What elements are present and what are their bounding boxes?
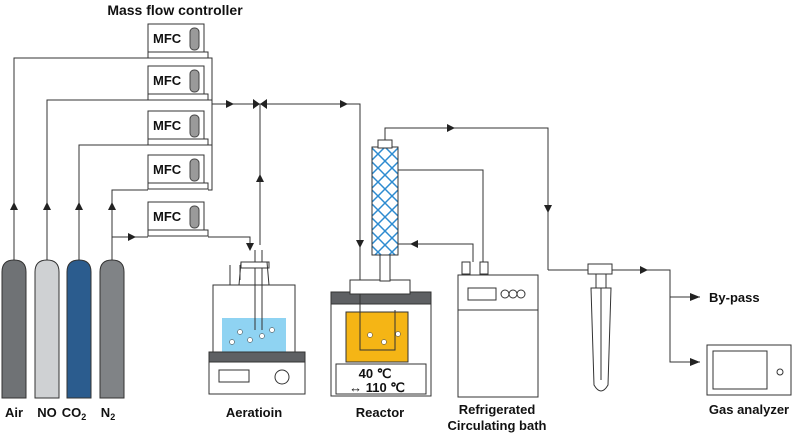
cylinder-co2 [66, 259, 92, 399]
cylinder-n2 [99, 259, 125, 399]
mfc-label: MFC [153, 31, 182, 46]
mfc-label: MFC [153, 73, 182, 88]
cylinder-no [34, 259, 60, 399]
cylinder-label-n2: N2 [101, 405, 115, 422]
reactor-temp-min: 40 ℃ [359, 366, 392, 381]
condenser [371, 124, 552, 282]
mfc-label: MFC [153, 209, 182, 224]
mfc-unit-1: MFC [147, 23, 209, 59]
mfc-unit-4: MFC [147, 154, 209, 190]
reactor-setup: 40 ℃ ↔ 110 ℃ [330, 250, 432, 397]
reactor-temp-max: ↔ 110 ℃ [349, 380, 405, 395]
aeration-label: Aeratioin [226, 405, 282, 420]
mfc-unit-5: MFC [147, 201, 209, 237]
gas-analyzer [706, 344, 792, 396]
mfc-unit-3: MFC [147, 110, 209, 146]
cylinder-air [1, 259, 27, 399]
bypass-label: By-pass [709, 290, 760, 305]
mfc-unit-2: MFC [147, 65, 209, 101]
reactor-label: Reactor [356, 405, 404, 420]
mfc-label: MFC [153, 118, 182, 133]
circulating-bath [457, 261, 539, 398]
bath-label-line2: Circulating bath [448, 418, 547, 433]
gas-analyzer-label: Gas analyzer [709, 402, 789, 417]
gas-trap [548, 263, 700, 392]
cylinder-label-no: NO [37, 405, 57, 420]
cylinder-label-co2: CO2 [62, 405, 87, 422]
bath-label-line1: Refrigerated [459, 402, 536, 417]
mfc-manifold [208, 57, 364, 251]
mfc-label: MFC [153, 162, 182, 177]
aeration-setup [208, 250, 306, 395]
title: Mass flow controller [107, 2, 243, 18]
cylinder-label-air: Air [5, 405, 23, 420]
gas-lines [10, 57, 148, 260]
